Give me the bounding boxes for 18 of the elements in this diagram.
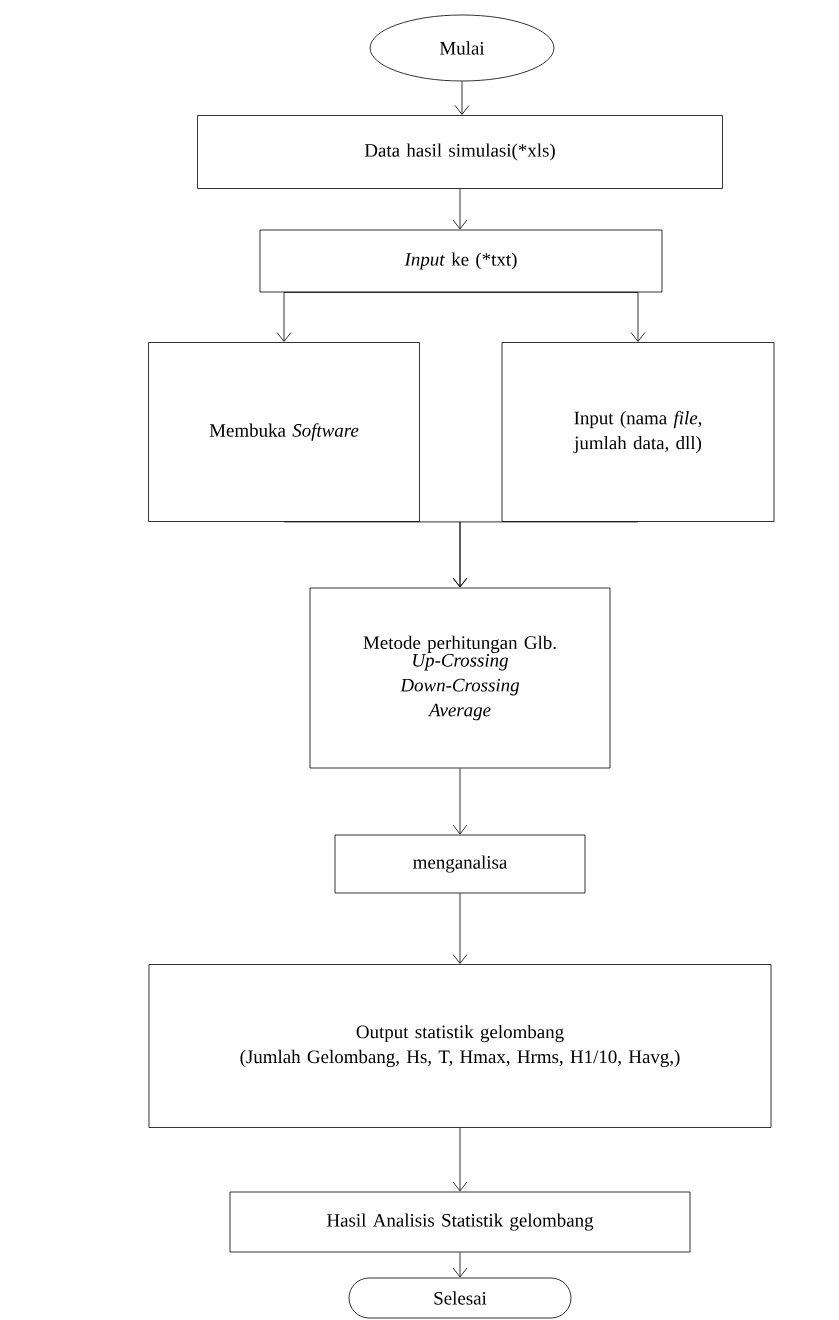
end-terminal: Selesai: [348, 1277, 572, 1319]
process-box: menganalisa: [334, 834, 586, 894]
process-box: Membuka Software: [148, 342, 420, 522]
process-box: Data hasil simulasi(*xls): [197, 115, 723, 189]
process-box: Input ke (*txt): [259, 229, 663, 293]
process-box: Output statistik gelombang (Jumlah Gelombang, Hs, T, Hmax, Hrms, H1/10, Havg,): [148, 964, 772, 1128]
process-box: Input (nama file, jumlah data, dll): [501, 342, 775, 522]
arrow: [454, 81, 470, 115]
arrow: [452, 521, 639, 588]
process-box: Hasil Analisis Statistik gelombang: [229, 1191, 691, 1253]
arrow: [452, 188, 468, 230]
arrow: [452, 1127, 468, 1192]
arrow: [276, 292, 462, 342]
arrow: [452, 893, 468, 964]
arrow: [460, 292, 646, 342]
arrow: [452, 768, 468, 835]
arrow: [452, 1252, 468, 1278]
process-box: Metode perhitungan Glb. Up-Crossing Down-Crossing Average: [309, 587, 611, 769]
